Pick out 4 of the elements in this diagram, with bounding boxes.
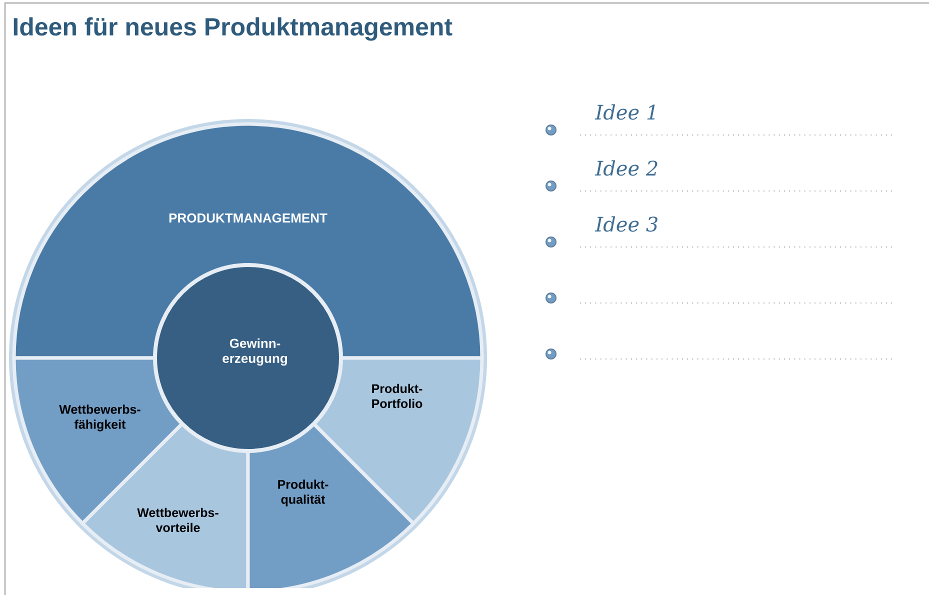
idea-text: Idee 3 [594,216,658,232]
idea-text: Idee 2 [594,160,658,176]
idea-text: Idee 1 [594,104,655,120]
title: Ideen für neues Produktmanagement [14,17,452,41]
